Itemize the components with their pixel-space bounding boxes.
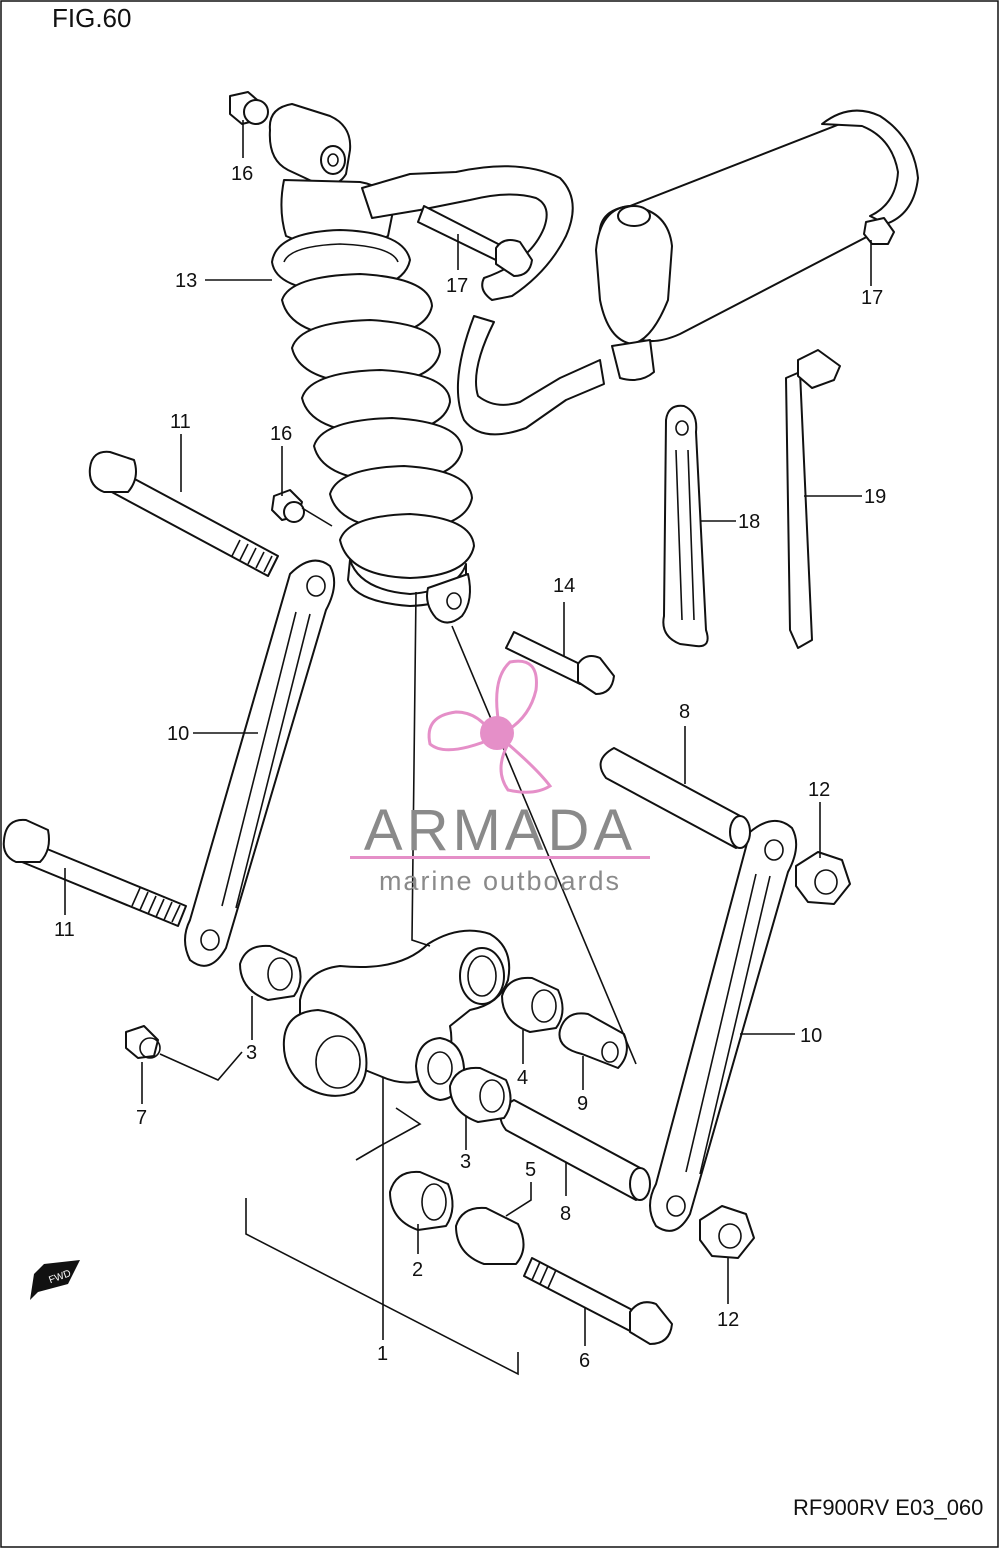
link-rod-10-right xyxy=(649,820,798,1232)
callout-10-right: 10 xyxy=(800,1025,822,1047)
callout-8-lower: 8 xyxy=(560,1203,571,1225)
clamp-screw-17 xyxy=(863,217,895,245)
callout-11-lower: 11 xyxy=(54,919,75,941)
spacer-9 xyxy=(558,1012,628,1069)
callout-8-upper: 8 xyxy=(679,701,690,723)
callout-7: 7 xyxy=(136,1107,147,1129)
callout-12-upper: 12 xyxy=(808,779,830,801)
watermark-brand: ARMADA xyxy=(364,798,636,863)
spacer-5 xyxy=(455,1206,525,1265)
callout-10-left: 10 xyxy=(167,723,189,745)
cushion-lever-1 xyxy=(282,929,511,1101)
watermark-divider xyxy=(350,856,650,859)
forward-direction-badge: FWD xyxy=(30,1260,80,1300)
callout-6: 6 xyxy=(579,1350,590,1372)
sleeve-8-lower xyxy=(499,1099,651,1201)
strap-18 xyxy=(662,404,709,648)
callout-3-center: 3 xyxy=(460,1151,471,1173)
sleeve-8-upper xyxy=(599,747,751,849)
bolt-11-lower xyxy=(2,818,187,927)
callout-15: 17 xyxy=(446,275,468,297)
callout-17: 17 xyxy=(861,287,883,309)
propeller-logo-icon xyxy=(427,659,553,794)
armada-watermark: ARMADA marine outboards xyxy=(350,659,650,896)
bearing-3-left xyxy=(239,944,302,1001)
callout-9: 9 xyxy=(577,1093,588,1115)
bolt-14 xyxy=(505,631,615,695)
callout-12-lower: 12 xyxy=(717,1309,739,1331)
callout-19: 19 xyxy=(864,486,886,508)
callout-11-top: 11 xyxy=(170,411,191,433)
callout-3-left: 3 xyxy=(246,1042,257,1064)
callout-16-top: 16 xyxy=(231,163,253,185)
shock-absorber xyxy=(268,103,475,624)
callout-5: 5 xyxy=(525,1159,536,1181)
callout-13: 13 xyxy=(175,270,197,292)
nut-12-lower xyxy=(699,1205,755,1259)
callout-1: 1 xyxy=(377,1343,388,1365)
bolt-15 xyxy=(417,205,533,277)
callout-18: 18 xyxy=(738,511,760,533)
nut-16-lower xyxy=(271,489,305,523)
callout-4: 4 xyxy=(517,1067,528,1089)
footer-code: RF900RV E03_060 xyxy=(793,1495,983,1520)
callout-numbers: 16 13 17 17 11 16 18 19 14 10 8 12 11 10… xyxy=(54,163,886,1372)
link-rod-10-left xyxy=(184,559,336,967)
bolt-11-top xyxy=(88,450,279,577)
callout-14: 14 xyxy=(553,575,575,597)
leader-lines xyxy=(64,120,872,1376)
nut-7 xyxy=(125,1025,161,1059)
callout-2: 2 xyxy=(412,1259,423,1281)
bearing-2 xyxy=(389,1170,454,1231)
nut-12-upper xyxy=(795,851,851,905)
bolt-6 xyxy=(523,1257,673,1345)
bearing-4 xyxy=(501,976,564,1033)
bearing-3-center xyxy=(449,1066,512,1123)
nut-16-top xyxy=(229,91,269,125)
shock-reservoir xyxy=(595,109,919,381)
watermark-tagline: marine outboards xyxy=(379,866,621,896)
callout-16-lower: 16 xyxy=(270,423,292,445)
figure-title: FIG.60 xyxy=(52,3,131,33)
band-19 xyxy=(785,349,841,649)
